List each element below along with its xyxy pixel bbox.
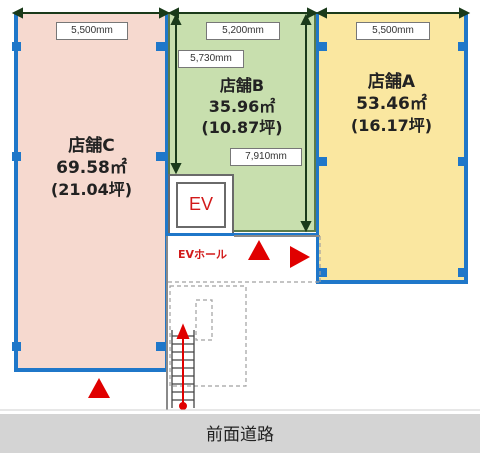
- stair-landing-outline: [195, 299, 213, 341]
- column: [458, 157, 467, 166]
- stair-hall-outline: [169, 285, 247, 387]
- entrance-arrow-store-a: [290, 246, 310, 268]
- column: [12, 342, 21, 351]
- arrowhead: [159, 7, 171, 19]
- entrance-arrow-ev-hall: [248, 240, 270, 260]
- arrowhead: [11, 7, 23, 19]
- store-a-name: 店舗A: [367, 72, 416, 92]
- ev-hall-label: EVホール: [178, 248, 228, 261]
- column: [318, 268, 327, 277]
- dim-store-b-depth-lower: 7,910mm: [230, 148, 302, 166]
- dim-store-b-width: 5,200mm: [206, 22, 280, 40]
- store-c-tsubo: (21.04坪): [50, 180, 133, 199]
- store-c-unit: 店舗C 69.58㎡ (21.04坪): [14, 12, 168, 372]
- column: [318, 42, 327, 51]
- column: [156, 152, 165, 161]
- store-b-area: 35.96㎡: [208, 97, 276, 116]
- column: [12, 152, 21, 161]
- store-a-unit: 店舗A 53.46㎡ (16.17坪): [316, 12, 468, 284]
- stair-direction-arrow: [176, 323, 190, 410]
- column: [458, 268, 467, 277]
- elevator-label: EV: [188, 194, 213, 214]
- entrance-arrow-store-c: [88, 378, 110, 398]
- arrowhead: [307, 7, 319, 19]
- arrowhead: [170, 13, 182, 25]
- arrowhead: [300, 221, 312, 233]
- store-b-name: 店舗B: [219, 76, 265, 95]
- arrowhead: [170, 163, 182, 175]
- dim-store-a-width: 5,500mm: [356, 22, 430, 40]
- store-a-area: 53.46㎡: [356, 94, 427, 114]
- ev-hall-top-wall: [168, 233, 318, 236]
- arrowhead: [315, 7, 327, 19]
- elevator-inner: [176, 182, 226, 228]
- store-c-area: 69.58㎡: [56, 158, 127, 178]
- arrowhead: [300, 13, 312, 25]
- arrowhead: [459, 7, 471, 19]
- front-road: 前面道路: [0, 414, 480, 453]
- store-c-name: 店舗C: [68, 136, 115, 156]
- column: [318, 157, 327, 166]
- column: [156, 42, 165, 51]
- dim-store-c-width: 5,500mm: [56, 22, 128, 40]
- column: [156, 342, 165, 351]
- dim-store-b-depth-upper: 5,730mm: [178, 50, 244, 68]
- store-b-tsubo: (10.87坪): [201, 118, 283, 137]
- column: [12, 42, 21, 51]
- elevator: EV: [168, 174, 234, 236]
- column: [458, 42, 467, 51]
- store-a-tsubo: (16.17坪): [350, 116, 433, 135]
